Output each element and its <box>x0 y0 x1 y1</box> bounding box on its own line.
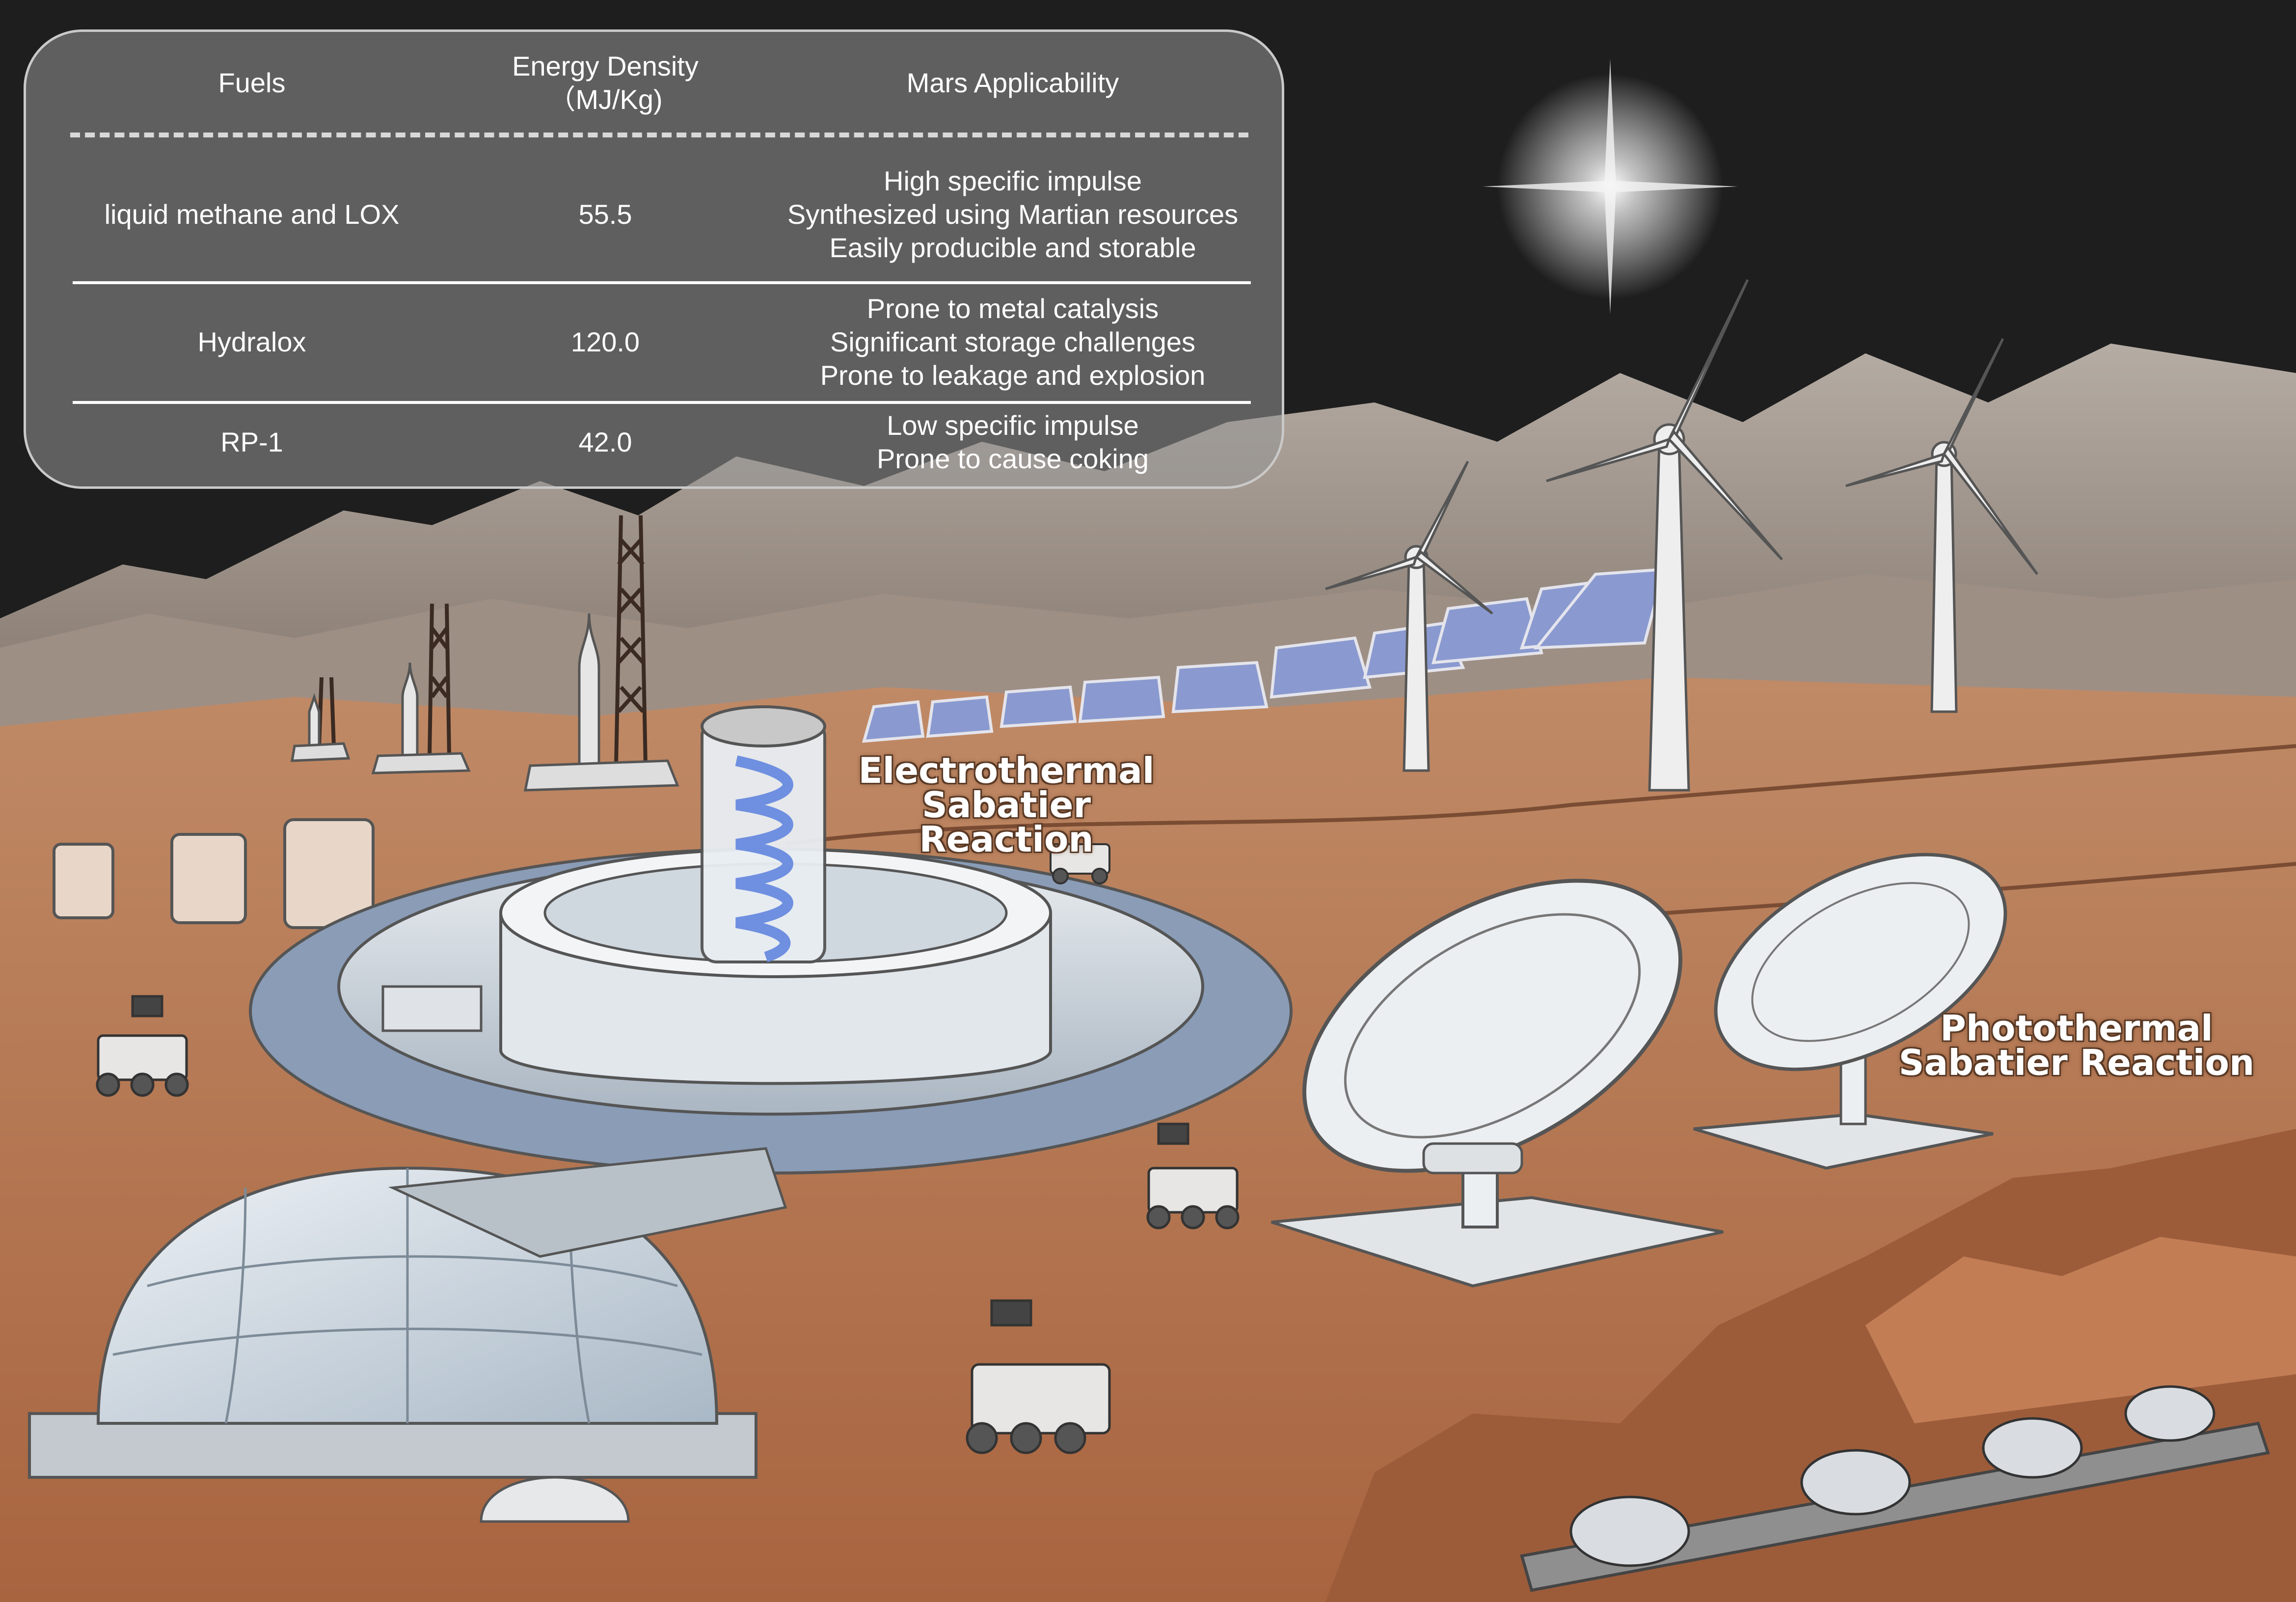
row-applicability: Low specific impulse Prone to cause coki… <box>876 410 1149 474</box>
row-fuel: RP-1 <box>220 427 283 457</box>
photothermal-label: Photothermal Sabatier Reaction <box>1898 1008 2255 1083</box>
rover <box>96 995 189 1097</box>
electrothermal-reactor-platform <box>249 705 1293 1175</box>
row-fuel: liquid methane and LOX <box>104 199 400 230</box>
sun-rays-icon <box>1483 59 1738 314</box>
header-mars-applicability: Mars Applicability <box>906 67 1119 98</box>
solar-panel-array <box>862 567 1666 743</box>
header-fuels: Fuels <box>218 67 286 98</box>
wind-turbine <box>1845 338 2039 713</box>
header-divider <box>70 133 1248 137</box>
ground-ridge <box>785 744 2296 846</box>
row-density: 42.0 <box>578 427 632 457</box>
launch-pad <box>291 742 679 792</box>
row-divider <box>73 401 1251 404</box>
wind-turbine <box>1546 279 1783 792</box>
wind-turbine <box>1325 460 1493 772</box>
row-density: 120.0 <box>570 326 640 357</box>
cliff-rocks <box>1865 1237 2296 1423</box>
rover <box>1146 1122 1240 1229</box>
rover <box>1050 843 1110 884</box>
header-energy-density: Energy Density （MJ/Kg) <box>512 51 699 115</box>
dome-habitat <box>28 1147 787 1523</box>
rover <box>966 1299 1111 1454</box>
row-density: 55.5 <box>578 199 632 230</box>
row-fuel: Hydralox <box>197 326 306 357</box>
reactor-coil-icon <box>735 755 793 962</box>
electrothermal-label: Electrothermal Sabatier Reaction <box>858 750 1155 860</box>
rocket-engines <box>1569 1385 2215 1567</box>
row-applicability: High specific impulse Synthesized using … <box>787 165 1239 263</box>
rocket <box>308 613 600 767</box>
dish-platform <box>1693 853 2007 1170</box>
row-applicability: Prone to metal catalysis Significant sto… <box>820 293 1206 391</box>
dish-platform <box>1271 879 1724 1288</box>
row-divider <box>73 281 1251 284</box>
fuel-storage-tanks <box>53 818 375 929</box>
fuel-comparison-table: Fuels Energy Density （MJ/Kg) Mars Applic… <box>24 29 1284 489</box>
